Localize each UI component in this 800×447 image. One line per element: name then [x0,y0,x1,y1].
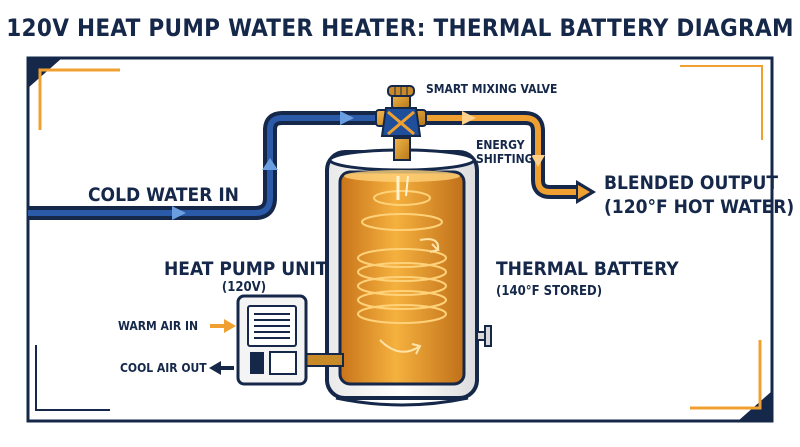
heat-pump-unit-label: HEAT PUMP UNIT [164,258,328,280]
warm-air-arrow [210,319,236,333]
heat-pump-unit-icon [236,294,308,386]
blended-output-sub-label: (120°F HOT WATER) [604,196,795,218]
cool-air-arrow [209,361,234,375]
heat-pump-unit-sub-label: (120V) [221,280,267,295]
energy-shifting-line-1: ENERGY [476,138,525,152]
energy-shifting-label: ENERGY SHIFTING [476,138,533,166]
smart-mixing-valve-icon [375,85,427,137]
blended-output-label: BLENDED OUTPUT [604,172,779,194]
warm-air-in-label: WARM AIR IN [118,319,199,333]
thermal-battery-label: THERMAL BATTERY [496,258,679,280]
cool-air-out-label: COOL AIR OUT [120,361,207,375]
energy-shifting-line-2: SHIFTING [476,152,534,166]
flow-arrows [172,111,545,220]
frame [26,56,774,423]
heating-coil [357,175,447,355]
cold-water-in-label: COLD WATER IN [88,184,239,206]
mixing-valve-label: SMART MIXING VALVE [426,82,558,96]
heat-pump-pipe [302,353,344,367]
thermal-battery-sub-label: (140°F STORED) [496,284,603,299]
thermal-battery-tank [325,137,492,407]
page-title: 120V HEAT PUMP WATER HEATER: THERMAL BAT… [6,14,794,42]
